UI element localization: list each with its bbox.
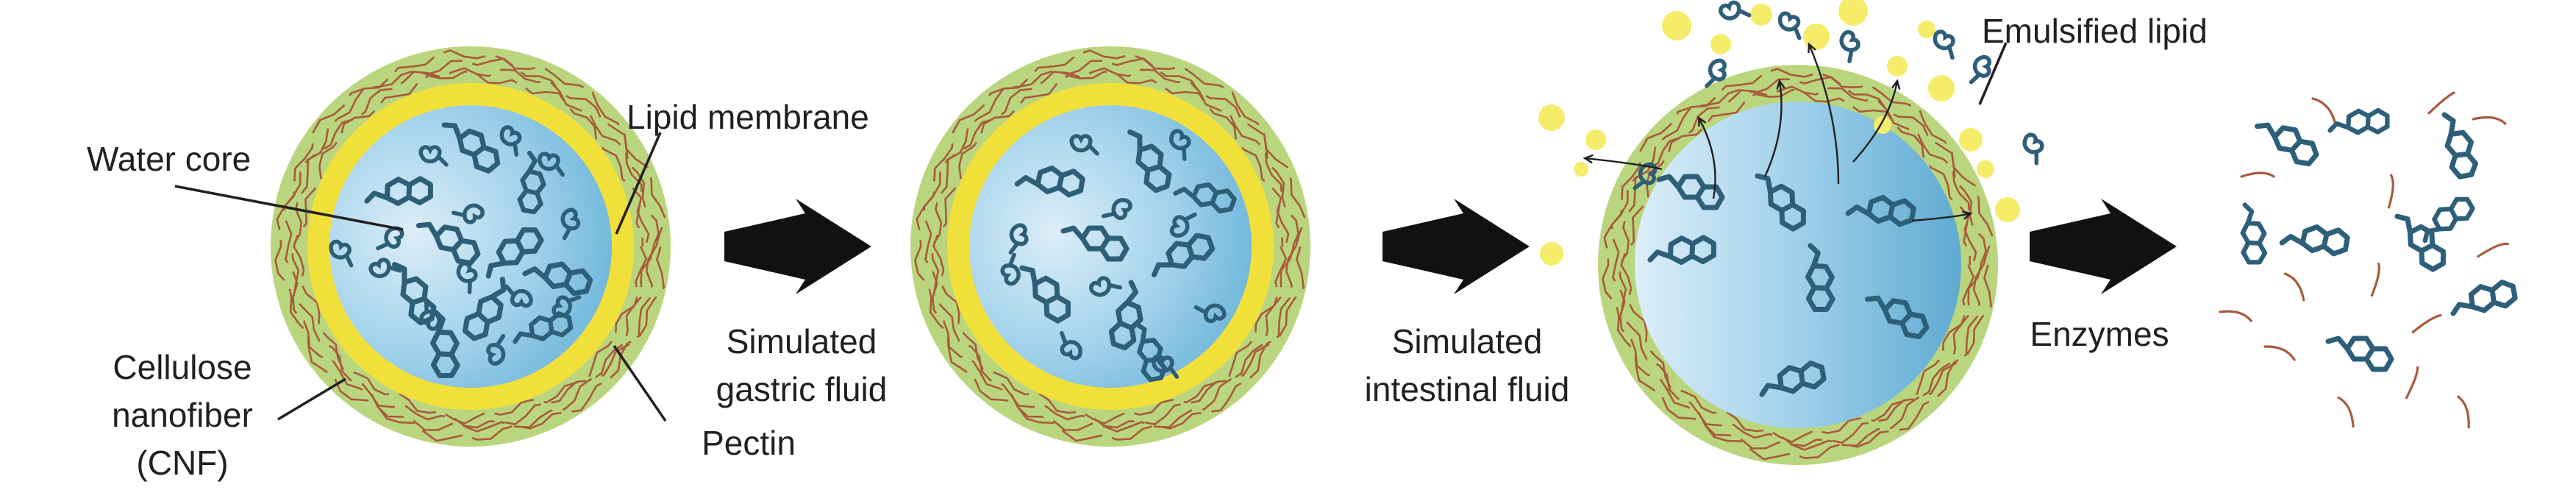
lipid-droplet-icon [1995,197,2020,222]
lipid-droplet-icon [1803,24,1830,50]
process-arrow-icon [2030,199,2177,294]
release-arrow-line [1584,157,1663,171]
encapsulated-drug-molecule-icon [1776,12,1806,38]
cellulose-nanofiber-strand [1610,76,1987,451]
pectin-leader-line [613,345,667,422]
encapsulated-drug-molecule-icon [2451,271,2519,335]
cellulose-nanofiber-strand [274,49,667,442]
water-core-label: Water core [87,140,251,178]
lipid-droplet-icon [1918,21,1935,38]
cellulose-nanofiber-strand [293,70,648,425]
fiber-fragment-icon [2387,174,2394,209]
fiber-fragment-icon [2457,395,2470,429]
fiber-fragment-icon [2337,396,2355,428]
encapsulated-drug-molecule-icon [2281,219,2351,269]
encapsulated-drug-molecule-icon [2328,338,2391,369]
encapsulated-drug-molecule-icon [2252,124,2320,165]
cellulose-leader-line [277,377,346,421]
fiber-fragment-icon [2477,242,2509,258]
release-arrowhead [1808,42,1816,54]
encapsulated-drug-molecule-icon [1835,30,1864,61]
water-core [1635,102,1961,428]
release-arrow-line [1697,117,1716,199]
encapsulated-drug-molecule-icon [1971,57,1989,83]
cellulose-nanofiber-strand [1620,88,1975,444]
fiber-fragment-icon [2263,345,2296,361]
cellulose-nanofiber-strand [290,67,655,429]
cellulose-nanofiber-strand [914,49,1307,442]
capsule-2 [910,46,1310,447]
encapsulated-drug-molecule-icon [2223,204,2275,267]
enzymes-step-label: Enzymes [2030,315,2169,353]
fiber-fragment-icon [2311,97,2336,124]
release-arrowhead [1697,116,1707,127]
encapsulated-drug-molecule-icon [2423,113,2487,181]
fiber-fragment-icon [2405,366,2419,400]
lipid-droplet-icon [1574,162,1588,177]
lipid-droplet-icon [1959,128,1983,152]
lipid-membrane-label: Lipid membrane [627,98,869,136]
release-arrowhead [1583,154,1594,164]
cellulose-nanofiber-strand [283,57,660,433]
lipid-droplet-icon [1710,34,1731,54]
lipid-droplet-icon [1662,11,1691,40]
release-arrow-line [1852,80,1899,163]
fiber-fragment-icon [2219,310,2252,322]
cellulose-nanofiber-strand [932,70,1288,425]
cellulose-label-line2: nanofiber [112,396,253,434]
lipid-droplet-icon [1928,75,1955,102]
process-arrow-icon [724,199,871,294]
cellulose-label-line3: (CNF) [136,444,228,482]
pectin-label: Pectin [702,424,796,462]
water-core-leader-line [174,185,404,231]
lipid-droplet-icon [1977,160,1994,178]
fiber-fragment-icon [2427,91,2455,115]
lipid-droplet-icon [1887,56,1908,77]
release-arrowhead [1776,79,1785,90]
release-arrowhead [1962,210,1973,220]
cellulose-label-line1: Cellulose [113,348,251,386]
cellulose-nanofiber-strand [930,67,1295,429]
lipid-droplet-icon [1538,104,1565,131]
release-arrow-line [1763,80,1783,177]
emulsified-lipid-leader-line [1978,42,2008,105]
encapsulated-drug-molecule-icon [2329,100,2392,152]
gastric-step-label-line2: gastric fluid [716,370,888,408]
cellulose-nanofiber-strand [923,57,1299,433]
emulsified-lipid-label: Emulsified lipid [1982,12,2208,50]
release-arrow-line [1911,212,1972,222]
lipid-droplet-icon [1540,242,1563,266]
water-core [329,105,612,388]
encapsulated-drug-molecule-icon [2383,214,2453,272]
encapsulated-drug-molecule-icon [1930,30,1961,58]
fiber-fragment-icon [2283,272,2305,302]
process-arrow-icon [1382,199,1530,294]
fiber-fragment-icon [2240,171,2275,178]
fiber-fragment-icon [2370,262,2380,297]
lipid-droplet-icon [1838,0,1868,26]
capsule-3 [1598,65,1998,465]
release-arrow-line [1808,43,1840,185]
capsule-1 [271,46,671,447]
intestinal-step-label-line2: intestinal fluid [1365,370,1570,408]
fiber-fragment-icon [2411,314,2442,333]
encapsulated-drug-molecule-icon [1719,0,1749,24]
lipid-droplet-icon [1585,129,1606,150]
encapsulated-drug-molecule-icon [2019,132,2049,163]
intestinal-step-label-line1: Simulated [1392,322,1543,361]
lipid-droplet-icon [1750,4,1772,26]
fiber-fragment-icon [2472,116,2507,125]
release-arrowhead [1891,79,1901,90]
lipid-membrane-leader-line [615,132,662,235]
gastric-step-label-line1: Simulated [727,322,877,361]
